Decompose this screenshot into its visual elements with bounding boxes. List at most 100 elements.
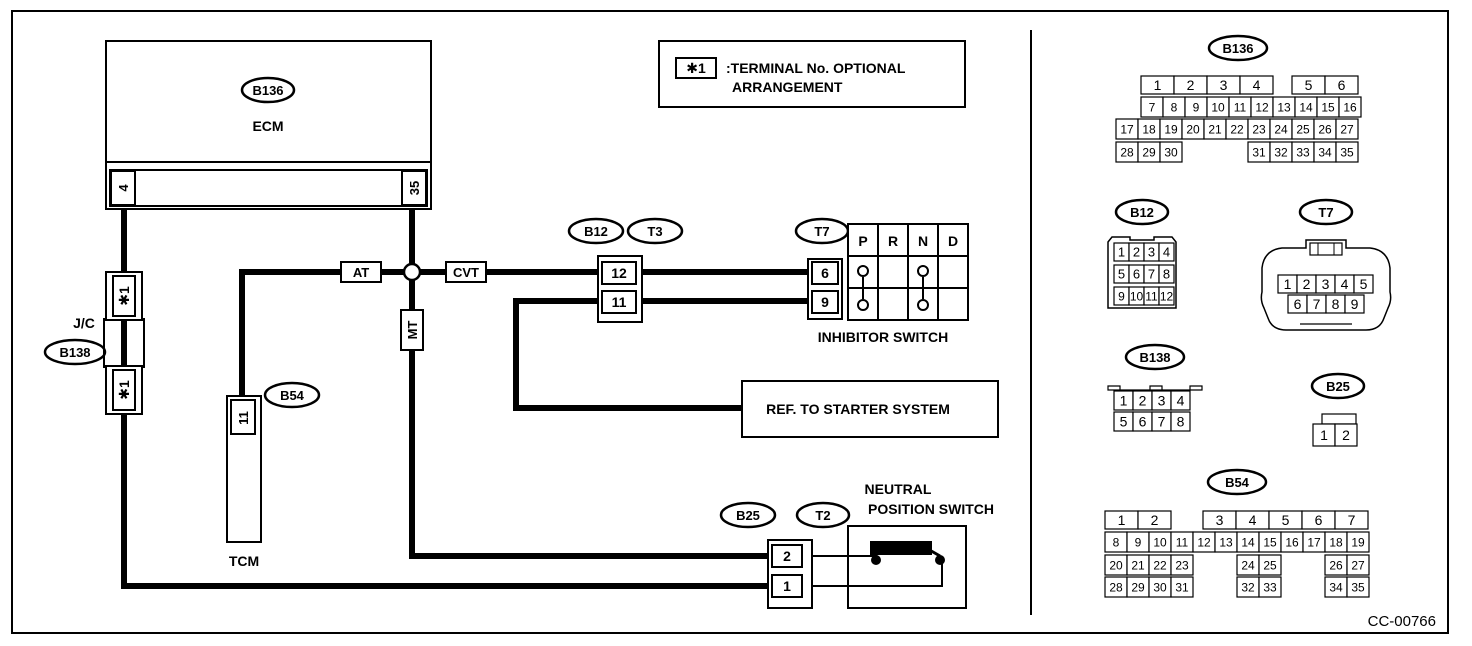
pin-number: 1 <box>1320 427 1328 443</box>
b12-view-label: B12 <box>1130 205 1154 220</box>
neutral-pin-2: 2 <box>783 548 791 564</box>
pin-cell <box>1344 294 1365 314</box>
pin-number: 1 <box>1154 77 1162 93</box>
pin-number: 2 <box>1151 512 1159 528</box>
pin-number: 34 <box>1318 145 1332 159</box>
pin-number: 7 <box>1158 414 1166 430</box>
neutral-label-1: NEUTRAL <box>865 481 932 497</box>
pin-cell <box>1159 141 1183 163</box>
b54-view-label: B54 <box>1225 475 1250 490</box>
pin-number: 22 <box>1230 122 1244 136</box>
pin-number: 18 <box>1142 122 1156 136</box>
pin-number: 1 <box>1120 393 1128 409</box>
pin-number: 32 <box>1274 145 1288 159</box>
pin-number: 4 <box>1341 276 1349 292</box>
pin-cell <box>1335 141 1359 163</box>
pin-number: 15 <box>1263 535 1277 549</box>
pin-number: 21 <box>1208 122 1222 136</box>
splice-junction <box>402 262 422 282</box>
jc-pin-top: ✱1 <box>116 286 132 306</box>
wire-tag-at: AT <box>340 261 382 283</box>
tcm-label: TCM <box>229 553 259 569</box>
neutral-label-2: POSITION SWITCH <box>868 501 994 517</box>
wire-jc-neutral1 <box>121 409 773 589</box>
pin-number: 13 <box>1219 535 1233 549</box>
pin-cell <box>1170 576 1194 598</box>
pin-number: 11 <box>1145 289 1158 303</box>
pin-number: 29 <box>1131 580 1145 594</box>
pin-number: 21 <box>1131 558 1145 572</box>
ecm-unit: 4 35 B136 ECM <box>105 40 432 210</box>
pin-number: 5 <box>1305 77 1313 93</box>
pin-cell <box>1258 554 1282 576</box>
pin-number: 6 <box>1338 77 1346 93</box>
wire-mt-neutral2 <box>409 277 773 559</box>
position-d: D <box>948 233 958 249</box>
pin-number: 24 <box>1241 558 1255 572</box>
pin-cell <box>1170 390 1191 411</box>
tcm-connector-ref: B54 <box>280 388 305 403</box>
pin-cell <box>1170 411 1191 432</box>
wire-at-tcm <box>239 269 406 399</box>
pin-number: 2 <box>1342 427 1350 443</box>
pin-number: 2 <box>1133 245 1140 260</box>
pin-number: 13 <box>1277 100 1291 114</box>
pin-number: 32 <box>1241 580 1255 594</box>
pin-number: 20 <box>1186 122 1200 136</box>
wire-tag-cvt: CVT <box>445 261 487 283</box>
inhibitor-switch: T7 6 9 P R N D INHIBITOR SWITCH <box>794 217 969 345</box>
pin-cell <box>1346 531 1370 553</box>
pin-number: 5 <box>1360 276 1368 292</box>
b25-view-label: B25 <box>1326 379 1350 394</box>
b12-connector-ref: B12 <box>584 224 608 239</box>
joint-connector: J/C B138 ✱1 ✱1 <box>43 271 145 415</box>
pin-number: 11 <box>1234 100 1247 114</box>
pin-number: 25 <box>1263 558 1277 572</box>
starter-reference: REF. TO STARTER SYSTEM <box>741 380 999 438</box>
pin-cell <box>1334 510 1369 530</box>
pin-number: 5 <box>1282 512 1290 528</box>
legend-symbol: ✱1 <box>686 60 706 76</box>
jc-label: J/C <box>73 315 95 331</box>
b12-pin-11: 11 <box>612 294 627 310</box>
pin-number: 3 <box>1216 512 1224 528</box>
pin-number: 1 <box>1118 512 1126 528</box>
pin-number: 31 <box>1252 145 1266 159</box>
ecm-pin-4: 4 <box>116 184 131 192</box>
pin-number: 24 <box>1274 122 1288 136</box>
pin-number: 2 <box>1187 77 1195 93</box>
pin-number: 14 <box>1299 100 1313 114</box>
pin-number: 19 <box>1164 122 1178 136</box>
legend-line-1: :TERMINAL No. OPTIONAL <box>726 60 906 76</box>
pin-number: 10 <box>1153 535 1167 549</box>
pin-number: 16 <box>1343 100 1357 114</box>
pin-number: 6 <box>1294 296 1302 312</box>
pin-number: 5 <box>1118 267 1125 282</box>
pin-cell <box>1338 96 1362 118</box>
pin-cell <box>1170 554 1194 576</box>
t7-pin-6: 6 <box>821 265 829 281</box>
pin-number: 2 <box>1303 276 1311 292</box>
pin-number: 5 <box>1120 414 1128 430</box>
position-p: P <box>858 233 867 249</box>
pin-number: 17 <box>1120 122 1134 136</box>
pin-number: 8 <box>1177 414 1185 430</box>
pin-number: 34 <box>1329 580 1343 594</box>
pin-number: 7 <box>1348 512 1356 528</box>
pin-number: 4 <box>1249 512 1257 528</box>
pin-number: 29 <box>1142 145 1156 159</box>
pin-number: 8 <box>1113 535 1120 549</box>
pin-cell <box>1258 576 1282 598</box>
pin-cell <box>1334 423 1358 447</box>
pin-number: 35 <box>1351 580 1365 594</box>
pin-number: 12 <box>1197 535 1211 549</box>
pin-number: 6 <box>1315 512 1323 528</box>
pin-number: 28 <box>1109 580 1123 594</box>
pin-cell <box>1324 75 1359 95</box>
inhibitor-label: INHIBITOR SWITCH <box>818 329 948 345</box>
pin-number: 1 <box>1284 276 1292 292</box>
wire-tag-mt: MT <box>400 309 424 351</box>
